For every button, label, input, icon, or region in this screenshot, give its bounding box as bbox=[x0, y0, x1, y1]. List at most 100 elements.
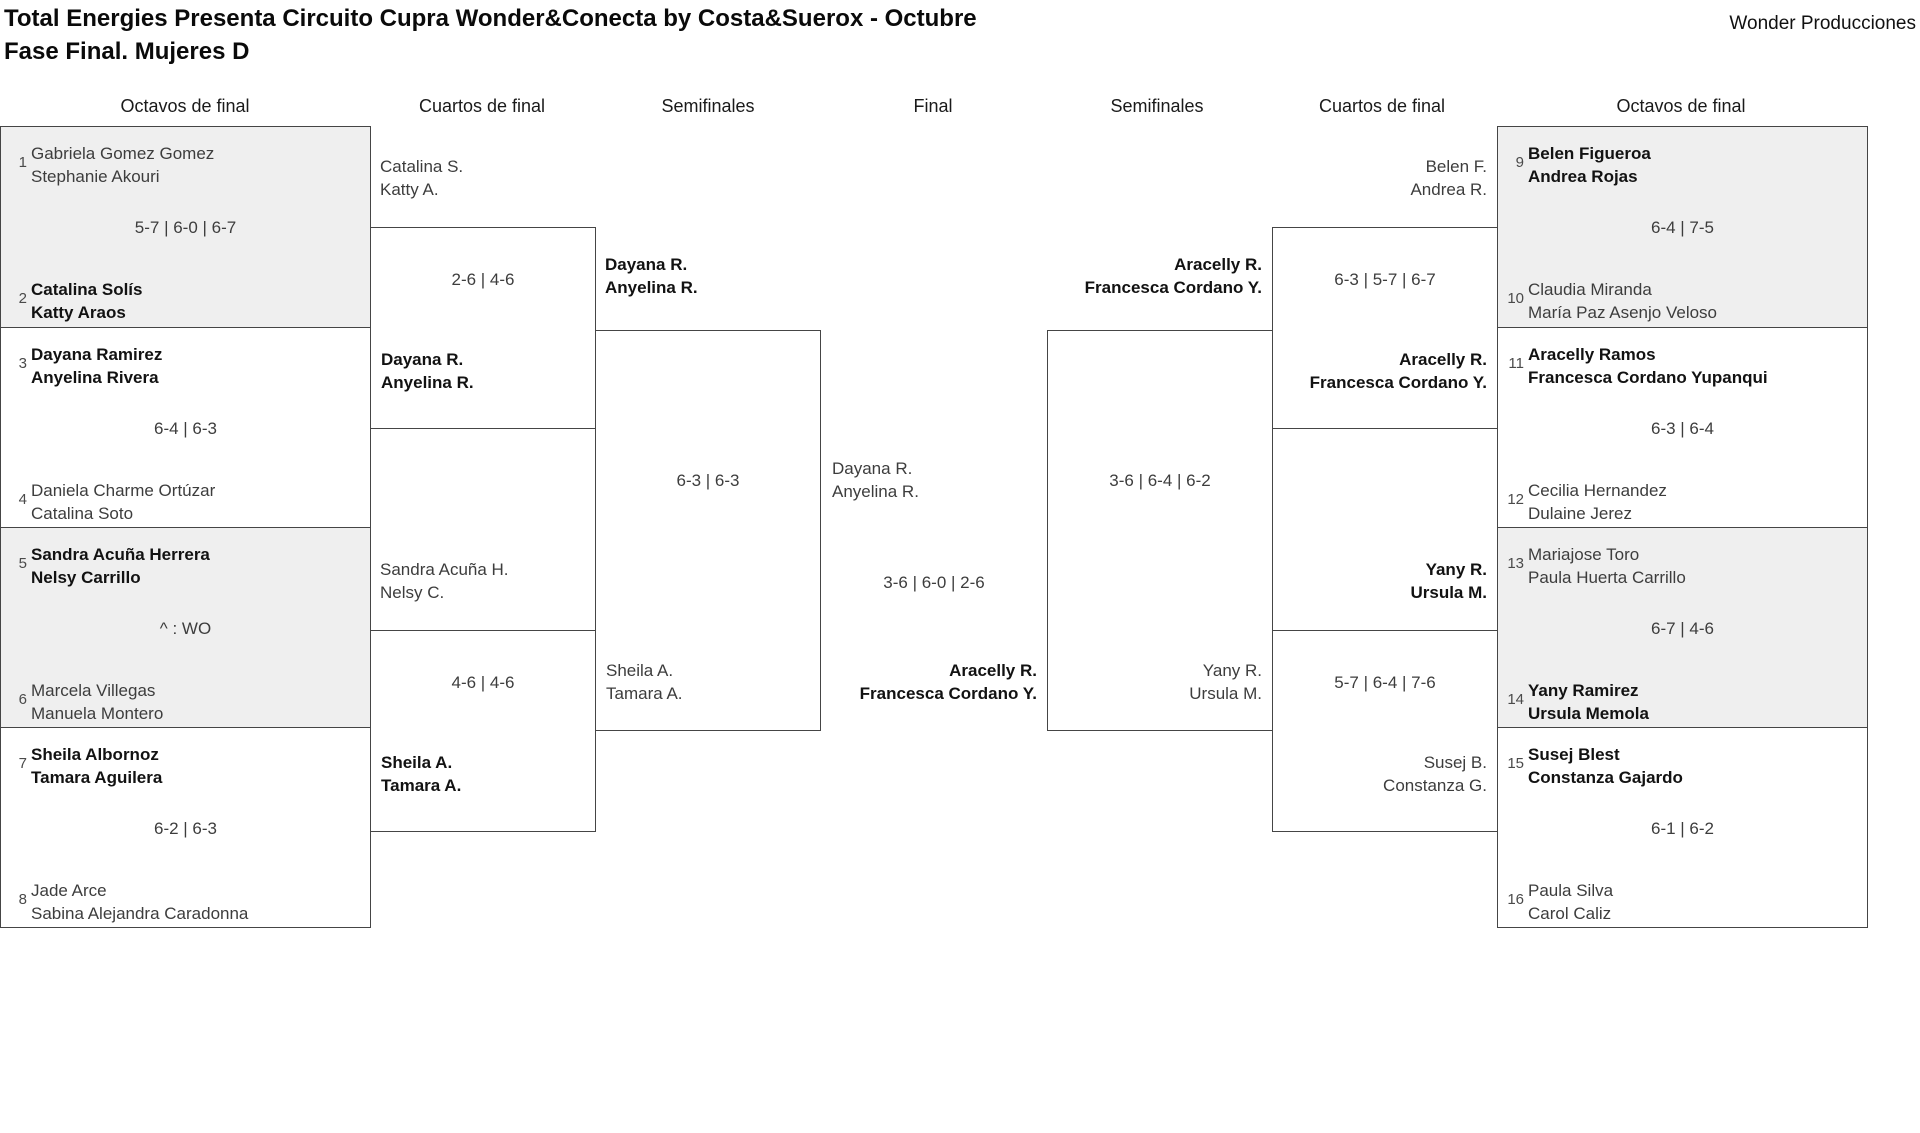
player-name: Belen F. bbox=[1425, 157, 1487, 176]
player-name: Ursula M. bbox=[1410, 583, 1487, 602]
octavos-right-column: 9 Belen Figueroa Andrea Rojas 6-4 | 7-5 … bbox=[1497, 126, 1868, 928]
player-name: Marcela Villegas bbox=[31, 681, 156, 700]
seed-number: 14 bbox=[1507, 691, 1524, 708]
player-name: Aracelly R. bbox=[1399, 350, 1487, 369]
match-score: 5-7 | 6-0 | 6-7 bbox=[134, 218, 237, 237]
team-pair-winner: Dayana Ramirez Anyelina Rivera bbox=[31, 343, 162, 389]
seed-number: 11 bbox=[1508, 355, 1524, 372]
player-name: Andrea R. bbox=[1410, 180, 1487, 199]
seed-number: 10 bbox=[1507, 290, 1524, 307]
player-name: Paula Huerta Carrillo bbox=[1528, 568, 1686, 587]
round-header-final: Final bbox=[913, 96, 953, 116]
player-name: Daniela Charme Ortúzar bbox=[31, 481, 216, 500]
match-score: 2-6 | 4-6 bbox=[451, 270, 515, 289]
page-title: Total Energies Presenta Circuito Cupra W… bbox=[4, 2, 977, 68]
player-name: Dulaine Jerez bbox=[1528, 504, 1632, 523]
round-header-semifinales-right: Semifinales bbox=[1110, 96, 1204, 116]
player-name: Tamara A. bbox=[381, 776, 462, 795]
player-name: Ursula M. bbox=[1189, 684, 1262, 703]
match-score: 6-4 | 7-5 bbox=[1650, 218, 1714, 237]
match-score: 6-1 | 6-2 bbox=[1650, 819, 1714, 838]
quarterfinal-box-right-2: 5-7 | 6-4 | 7-6 Susej B. Constanza G. bbox=[1272, 630, 1498, 832]
player-name: Sheila A. bbox=[606, 661, 674, 680]
quarterfinal-box-right-1: 6-3 | 5-7 | 6-7 Aracelly R. Francesca Co… bbox=[1272, 227, 1498, 429]
player-name: Claudia Miranda bbox=[1528, 280, 1652, 299]
player-name: Sheila Albornoz bbox=[31, 745, 159, 764]
seed-number: 5 bbox=[18, 555, 27, 572]
seed-number: 13 bbox=[1507, 555, 1524, 572]
final-team-right-winner: Aracelly R. Francesca Cordano Y. bbox=[820, 659, 1037, 705]
seed-number: 2 bbox=[18, 290, 27, 307]
match-score: 6-3 | 5-7 | 6-7 bbox=[1334, 270, 1436, 289]
player-name: Anyelina R. bbox=[605, 278, 698, 297]
advancing-team-winner: Sheila A. Tamara A. bbox=[381, 751, 461, 797]
player-name: Anyelina R. bbox=[381, 373, 474, 392]
player-name: Andrea Rojas bbox=[1528, 167, 1638, 186]
player-name: Mariajose Toro bbox=[1528, 545, 1640, 564]
team-pair-winner: Catalina Solís Katty Araos bbox=[31, 278, 142, 324]
match-cell-11-12: 11 Aracelly Ramos Francesca Cordano Yupa… bbox=[1498, 327, 1867, 527]
quarterfinal-box-left-2: 4-6 | 4-6 Sheila A. Tamara A. bbox=[370, 630, 596, 832]
player-name: Francesca Cordano Y. bbox=[1084, 278, 1262, 297]
player-name: Ursula Memola bbox=[1528, 704, 1649, 723]
match-score-walkover: ^ : WO bbox=[159, 619, 212, 638]
player-name: Catalina S. bbox=[380, 157, 464, 176]
qf-right-2-entrant-winner: Yany R. Ursula M. bbox=[1272, 558, 1487, 604]
player-name: Catalina Soto bbox=[31, 504, 134, 523]
seed-number: 8 bbox=[18, 891, 27, 908]
player-name: Francesca Cordano Yupanqui bbox=[1528, 368, 1768, 387]
player-name: María Paz Asenjo Veloso bbox=[1528, 303, 1718, 322]
advancing-team-winner: Dayana R. Anyelina R. bbox=[381, 348, 474, 394]
team-pair: Mariajose Toro Paula Huerta Carrillo bbox=[1528, 543, 1686, 589]
title-line1: Total Energies Presenta Circuito Cupra W… bbox=[4, 5, 977, 32]
player-name: Aracelly R. bbox=[1174, 255, 1262, 274]
semifinal-box-left: 6-3 | 6-3 Sheila A. Tamara A. bbox=[595, 330, 821, 731]
round-header-cuartos-left: Cuartos de final bbox=[418, 96, 546, 116]
player-name: Paula Silva bbox=[1528, 881, 1614, 900]
team-pair-winner: Aracelly Ramos Francesca Cordano Yupanqu… bbox=[1528, 343, 1768, 389]
player-name: Yany R. bbox=[1202, 661, 1262, 680]
player-name: Carol Caliz bbox=[1528, 904, 1612, 923]
match-score: 3-6 | 6-4 | 6-2 bbox=[1109, 471, 1211, 490]
player-name: Belen Figueroa bbox=[1528, 144, 1651, 163]
seed-number: 12 bbox=[1507, 491, 1524, 508]
octavos-left-column: 1 Gabriela Gomez Gomez Stephanie Akouri … bbox=[0, 126, 371, 928]
seed-number: 7 bbox=[18, 755, 27, 772]
player-name: Susej Blest bbox=[1528, 745, 1620, 764]
seed-number: 4 bbox=[18, 491, 27, 508]
seed-number: 15 bbox=[1507, 755, 1524, 772]
player-name: Katty A. bbox=[380, 180, 439, 199]
team-pair: Cecilia Hernandez Dulaine Jerez bbox=[1528, 479, 1667, 525]
match-score: 6-3 | 6-3 bbox=[676, 471, 740, 490]
player-name: Yany R. bbox=[1425, 560, 1487, 579]
round-header-cuartos-right: Cuartos de final bbox=[1318, 96, 1446, 116]
player-name: Jade Arce bbox=[31, 881, 107, 900]
round-header-octavos-left: Octavos de final bbox=[120, 96, 250, 116]
match-cell-9-10: 9 Belen Figueroa Andrea Rojas 6-4 | 7-5 … bbox=[1498, 127, 1867, 327]
player-name: Gabriela Gomez Gomez bbox=[31, 144, 215, 163]
team-pair: Claudia Miranda María Paz Asenjo Veloso bbox=[1528, 278, 1717, 324]
player-name: Cecilia Hernandez bbox=[1528, 481, 1667, 500]
match-score: 6-7 | 4-6 bbox=[1650, 619, 1714, 638]
match-cell-15-16: 15 Susej Blest Constanza Gajardo 6-1 | 6… bbox=[1498, 727, 1867, 927]
team-pair: Paula Silva Carol Caliz bbox=[1528, 879, 1613, 925]
team-pair: Daniela Charme Ortúzar Catalina Soto bbox=[31, 479, 215, 525]
player-name: Catalina Solís bbox=[31, 280, 143, 299]
final-score: 3-6 | 6-0 | 2-6 bbox=[883, 573, 985, 592]
player-name: Constanza Gajardo bbox=[1528, 768, 1683, 787]
match-score: 6-4 | 6-3 bbox=[153, 419, 217, 438]
team-pair-winner: Susej Blest Constanza Gajardo bbox=[1528, 743, 1683, 789]
player-name: Nelsy Carrillo bbox=[31, 568, 141, 587]
player-name: Stephanie Akouri bbox=[31, 167, 160, 186]
player-name: Sandra Acuña H. bbox=[380, 560, 509, 579]
round-header-octavos-right: Octavos de final bbox=[1616, 96, 1746, 116]
player-name: Tamara A. bbox=[606, 684, 683, 703]
player-name: Manuela Montero bbox=[31, 704, 164, 723]
semifinal-box-right: 3-6 | 6-4 | 6-2 Yany R. Ursula M. bbox=[1047, 330, 1273, 731]
team-pair-winner: Sheila Albornoz Tamara Aguilera bbox=[31, 743, 162, 789]
sf-left-entrant-winner: Dayana R. Anyelina R. bbox=[605, 253, 698, 299]
advancing-team-winner: Aracelly R. Francesca Cordano Y. bbox=[1310, 348, 1487, 394]
seed-number: 9 bbox=[1515, 154, 1524, 171]
team-pair-winner: Yany Ramirez Ursula Memola bbox=[1528, 679, 1649, 725]
